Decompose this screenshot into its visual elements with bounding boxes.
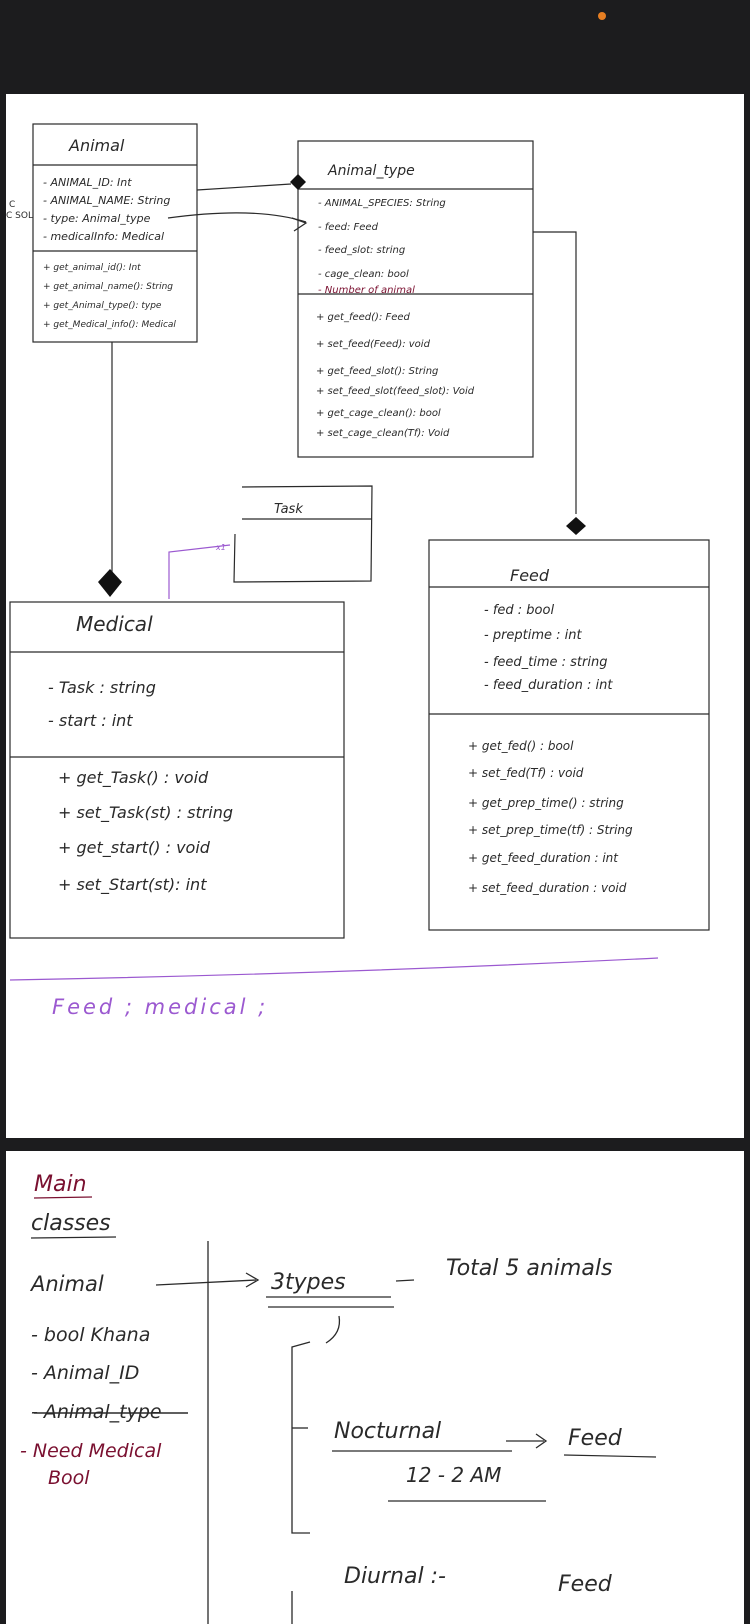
type-to-feed-connector [533, 231, 577, 514]
side-note-c: C [9, 200, 15, 210]
note-page-uml[interactable]: C C SOL x1 Animal - ANIMAL_ID: Int - ANI… [6, 94, 744, 1138]
animal-type-method: + get_cage_clean(): bool [316, 408, 441, 419]
side-note-sol: C SOL [6, 211, 33, 221]
feed-method: + get_prep_time() : string [468, 796, 624, 810]
animal-type-class-title: Animal_type [327, 163, 415, 179]
notes-item-maroon: Bool [48, 1467, 90, 1489]
task-class-title: Task [274, 502, 303, 517]
animal-class-box [32, 123, 198, 343]
task-multiplicity: x1 [215, 543, 226, 552]
status-bar [0, 0, 750, 94]
recording-indicator-icon [598, 12, 606, 20]
feed-attr: - feed_time : string [484, 655, 607, 670]
feed-class-title: Feed [510, 566, 550, 585]
animal-method: + get_animal_name(): String [43, 282, 173, 292]
animal-attr: - medicalInfo: Medical [43, 230, 164, 243]
animal-method: + get_Animal_type(): type [43, 301, 162, 311]
nocturnal-time: 12 - 2 AM [406, 1463, 501, 1487]
animal-arrow [155, 1279, 257, 1286]
medical-to-task-connector [168, 544, 231, 599]
animal-type-attr: - cage_clean: bool [318, 269, 409, 280]
uml-canvas: C C SOL x1 Animal - ANIMAL_ID: Int - ANI… [6, 123, 710, 1019]
feed-class-box [428, 539, 710, 931]
medical-class-box [9, 601, 345, 939]
types-label: 3types [271, 1270, 346, 1295]
feed-attr: - feed_duration : int [484, 678, 613, 693]
purple-divider [9, 957, 659, 981]
medical-attr: - Task : string [48, 678, 156, 697]
nocturnal-feed-label: Feed [568, 1426, 623, 1451]
animal-type-attr: - feed: Feed [318, 222, 379, 233]
page-gap [0, 1138, 750, 1151]
feed-method: + set_prep_time(tf) : String [468, 823, 633, 837]
notes-item-struck: - Animal_type [31, 1401, 162, 1423]
types-branch [325, 1315, 341, 1344]
feed-attr: - preptime : int [484, 628, 583, 643]
medical-class-title: Medical [76, 612, 153, 636]
diurnal-label: Diurnal :- [344, 1564, 446, 1589]
animal-type-method: + set_feed_slot(feed_slot): Void [316, 386, 475, 397]
feed-method: + set_feed_duration : void [468, 881, 627, 895]
feed-method: + get_fed() : bool [468, 739, 574, 753]
notes-canvas: Main classes Animal 3types Total 5 anima… [20, 1172, 657, 1624]
animal-type-method: + set_cage_clean(Tf): Void [316, 428, 450, 439]
notes-heading: Main [34, 1172, 87, 1197]
footer-note: Feed ; medical ; [52, 995, 268, 1019]
animal-class-title: Animal [68, 136, 125, 155]
animal-type-method: + set_feed(Feed): void [316, 339, 431, 350]
medical-method: + get_start() : void [58, 838, 211, 858]
animal-attr: - ANIMAL_ID: Int [43, 176, 132, 189]
notes-item: - bool Khana [31, 1324, 150, 1346]
diurnal-feed-label: Feed [558, 1572, 613, 1597]
medical-attr: - start : int [48, 711, 133, 730]
animal-type-method: + get_feed(): Feed [316, 312, 411, 323]
nocturnal-label: Nocturnal [334, 1419, 441, 1444]
medical-method: + get_Task() : void [58, 768, 209, 788]
animal-type-attr: - feed_slot: string [318, 245, 405, 256]
animal-method: + get_animal_id(): Int [43, 263, 141, 273]
task-class-box [233, 485, 373, 583]
animal-type-attr-highlight: - Number of animal [318, 285, 415, 296]
feed-attr: - fed : bool [484, 603, 554, 618]
notes-subheading: classes [31, 1211, 111, 1236]
notes-item: - Animal_ID [31, 1362, 139, 1384]
notes-item-maroon: - Need Medical [20, 1440, 162, 1462]
type-attribute-arrow [167, 212, 307, 223]
total-animals-label: Total 5 animals [446, 1256, 612, 1281]
notes-animal-label: Animal [29, 1272, 104, 1296]
animal-attr: - ANIMAL_NAME: String [43, 194, 170, 207]
animal-type-class-box [297, 140, 534, 458]
feed-method: + set_fed(Tf) : void [468, 766, 584, 780]
animal-type-method: + get_feed_slot(): String [316, 366, 438, 377]
animal-type-attr: - ANIMAL_SPECIES: String [318, 198, 446, 209]
medical-method: + set_Start(st): int [58, 875, 207, 895]
feed-method: + get_feed_duration : int [468, 851, 619, 865]
medical-method: + set_Task(st) : string [58, 803, 233, 823]
animal-to-type-connector [196, 183, 292, 191]
note-page-main-classes[interactable]: Main classes Animal 3types Total 5 anima… [6, 1151, 744, 1624]
animal-attr: - type: Animal_type [43, 212, 151, 225]
animal-method: + get_Medical_info(): Medical [43, 320, 176, 330]
